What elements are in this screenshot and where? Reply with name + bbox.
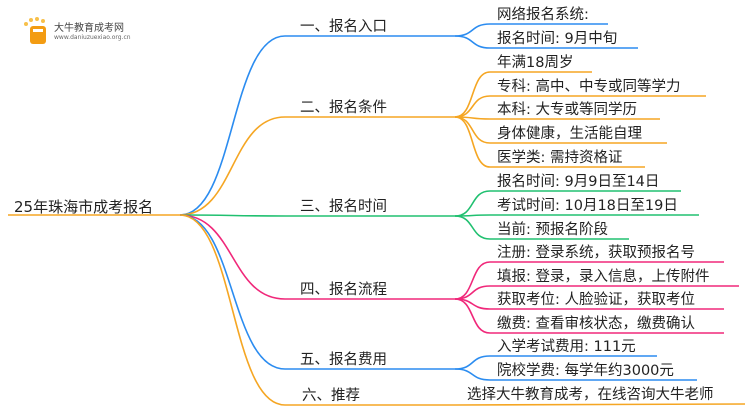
leaf-node: 注册: 登录系统，获取预报名号 [497, 245, 695, 261]
branch-node: 二、报名条件 [300, 100, 387, 116]
leaf-node: 填报: 登录，录入信息，上传附件 [497, 269, 710, 285]
logo [20, 16, 140, 46]
leaf-connector [454, 298, 724, 334]
leaf-connector [454, 95, 706, 118]
leaf-node: 年满18周岁 [497, 55, 574, 71]
branch-connector [179, 214, 455, 217]
branch-node: 一、报名入口 [300, 19, 387, 35]
leaf-node: 获取考位: 人脸验证，获取考位 [497, 292, 695, 308]
leaf-connector [454, 116, 645, 168]
leaf-connector [454, 214, 699, 217]
book-logo-icon [24, 17, 46, 44]
branch-node: 五、报名费用 [300, 352, 387, 368]
leaf-node: 网络报名系统: [497, 7, 589, 23]
leaf-node: 考试时间: 10月18日至19日 [497, 198, 678, 214]
leaf-connector [454, 190, 681, 217]
root-node: 25年珠海市成考报名 [14, 198, 154, 216]
leaf-node: 当前: 预报名阶段 [497, 222, 608, 238]
leaf-connector [454, 403, 746, 406]
branch-node: 四、报名流程 [300, 282, 387, 298]
branch-connector [179, 214, 455, 406]
branch-connector [179, 214, 455, 370]
leaf-connector [454, 35, 638, 49]
branch-connector [179, 214, 455, 300]
leaf-node: 报名时间: 9月9日至14日 [497, 174, 660, 190]
leaf-connector [454, 215, 629, 240]
leaf-node: 本科: 大专或等同学历 [497, 102, 637, 118]
leaf-node: 选择大牛教育成考，在线咨询大牛老师 [467, 387, 714, 403]
leaf-node: 入学考试费用: 111元 [497, 339, 636, 355]
branch-connector [179, 35, 455, 216]
leaf-connector [454, 261, 724, 300]
leaf-node: 身体健康，生活能自理 [497, 126, 642, 142]
branch-connector [179, 116, 455, 216]
leaf-node: 报名时间: 9月中旬 [497, 31, 618, 47]
leaf-node: 缴费: 查看审核状态，缴费确认 [497, 316, 695, 332]
leaf-connector [454, 71, 592, 118]
branch-node: 六、推荐 [302, 388, 360, 404]
leaf-node: 院校学费: 每学年约3000元 [497, 363, 674, 379]
logo-title: 大牛教育成考网 [54, 23, 124, 34]
logo-url: www.daniuzuexiao.org.cn [54, 34, 131, 41]
leaf-connector [454, 368, 697, 381]
leaf-node: 专科: 高中、中专或同等学力 [497, 79, 681, 95]
branch-node: 三、报名时间 [300, 199, 387, 215]
leaf-node: 医学类: 需持资格证 [497, 150, 623, 166]
